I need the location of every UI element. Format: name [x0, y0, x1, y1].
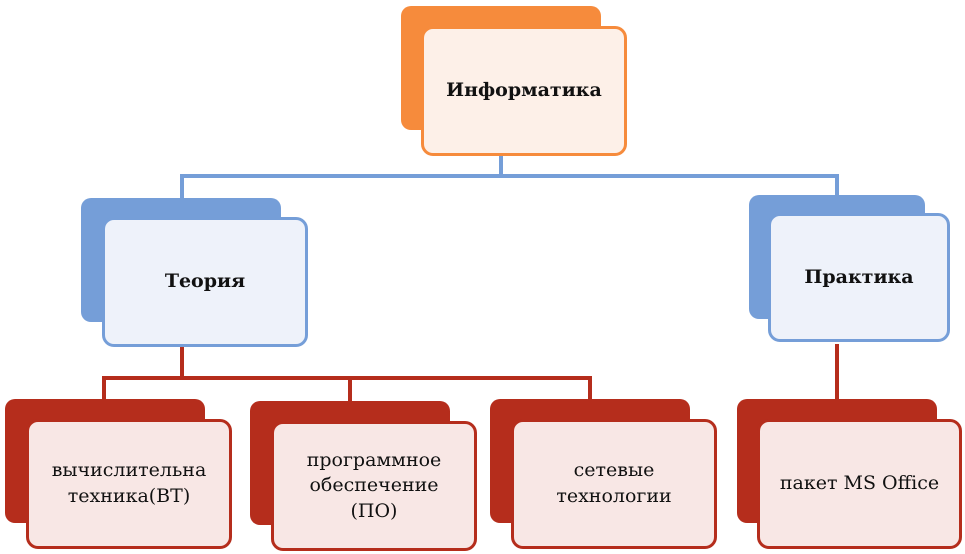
connector-root-to-branches — [180, 156, 839, 200]
branch-practice-box: Практика — [768, 213, 950, 342]
root-node-box: Информатика — [421, 26, 627, 156]
leaf-software-box: программное обеспечение (ПО) — [271, 421, 477, 551]
leaf-networks-label: сетевые технологии — [556, 459, 672, 507]
root-label: Информатика — [446, 79, 602, 102]
leaf-hardware-label: вычислительна техника(ВТ) — [51, 459, 207, 507]
branch-theory-box: Теория — [102, 217, 308, 347]
leaf-software-label: программное обеспечение (ПО) — [306, 448, 442, 522]
leaf-office-label: пакет MS Office — [779, 472, 940, 495]
branch-practice-label: Практика — [804, 265, 914, 288]
leaf-networks-box: сетевые технологии — [511, 419, 717, 549]
leaf-hardware-box: вычислительна техника(ВТ) — [26, 419, 232, 549]
leaf-office-box: пакет MS Office — [757, 419, 962, 549]
connector-theory-to-leaves — [102, 346, 592, 402]
branch-theory-label: Теория — [164, 270, 246, 293]
